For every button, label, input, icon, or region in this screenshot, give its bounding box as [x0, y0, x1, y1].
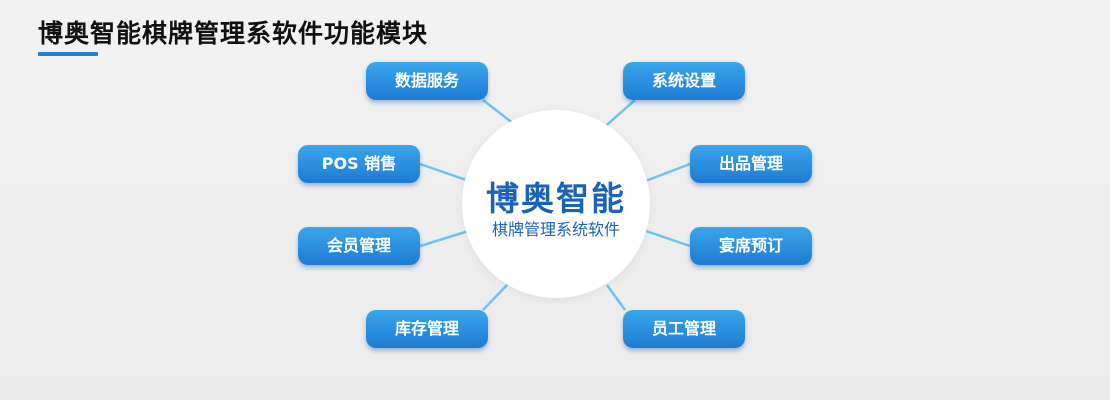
module-pos-sales[interactable]: POS 销售: [298, 145, 420, 183]
connector-pos-sales: [419, 162, 473, 184]
connector-member-management: [419, 228, 473, 248]
page-title: 博奥智能棋牌管理系软件功能模块: [38, 19, 429, 48]
center-subtitle: 棋牌管理系统软件: [491, 220, 620, 239]
connector-inventory-management: [482, 284, 508, 311]
module-product-management[interactable]: 出品管理: [690, 145, 812, 183]
connector-staff-management: [605, 284, 627, 311]
connector-banquet-booking: [642, 228, 691, 248]
title-underline: [38, 52, 98, 56]
module-system-settings[interactable]: 系统设置: [623, 62, 745, 100]
center-circle: 博奥智能 棋牌管理系统软件: [462, 110, 650, 298]
module-data-service[interactable]: 数据服务: [366, 62, 488, 100]
center-title: 博奥智能: [486, 179, 626, 218]
module-staff-management[interactable]: 员工管理: [623, 310, 745, 348]
module-inventory-management[interactable]: 库存管理: [366, 310, 488, 348]
module-banquet-booking[interactable]: 宴席预订: [690, 227, 812, 265]
module-member-management[interactable]: 会员管理: [298, 227, 420, 265]
connector-product-management: [642, 162, 691, 184]
